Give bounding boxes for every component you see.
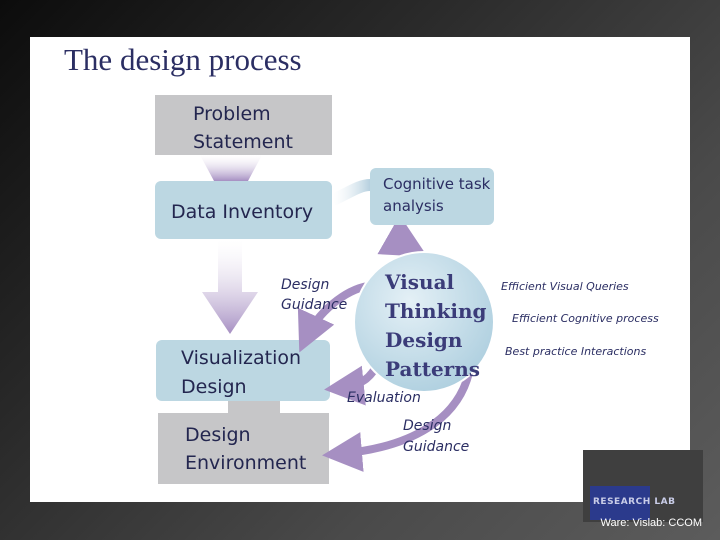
slide-title: The design process: [64, 42, 302, 77]
environment-connector: [228, 400, 280, 414]
arrow-inventory-to-cognitive: [330, 179, 371, 206]
design-guidance-upper-line1: Design: [281, 277, 329, 293]
box-visualization-design: Visualization Design: [156, 340, 330, 401]
design-guidance-lower-line1: Design: [403, 418, 451, 434]
hub-line1: Visual: [384, 270, 455, 294]
arrow-hub-to-visualization: [297, 282, 369, 353]
box-design-environment: Design Environment: [158, 400, 329, 484]
visualization-design-line1: Visualization: [181, 347, 301, 369]
hub-visual-thinking-design-patterns: Visual Thinking Design Patterns: [353, 251, 495, 393]
visualization-design-line2: Design: [181, 376, 247, 398]
arrow-cognitive-to-hub: [377, 215, 428, 257]
slide-credit: Ware: Vislab: CCOM: [600, 517, 702, 529]
box-data-inventory: Data Inventory: [155, 181, 332, 239]
cognitive-task-line2: analysis: [383, 197, 444, 215]
evaluation-label: Evaluation: [347, 390, 421, 406]
lab-logo-text: RESEARCH LAB: [593, 497, 676, 507]
slide-panel: [30, 37, 690, 502]
hub-line3: Design: [385, 328, 463, 352]
problem-statement-line2: Statement: [193, 131, 293, 153]
benefit-efficient-cognitive-process: Efficient Cognitive process: [512, 312, 659, 325]
lab-logo-band: [590, 486, 650, 520]
hub-line2: Thinking: [385, 299, 487, 323]
cognitive-task-line1: Cognitive task: [383, 175, 491, 193]
design-guidance-upper-line2: Guidance: [281, 297, 347, 313]
arrow-hub-to-environment: [322, 367, 474, 472]
data-inventory-label: Data Inventory: [171, 201, 313, 223]
benefit-efficient-visual-queries: Efficient Visual Queries: [501, 280, 629, 293]
design-environment-line1: Design: [185, 424, 251, 446]
box-cognitive-task-analysis: Cognitive task analysis: [370, 168, 494, 225]
box-problem-statement: Problem Statement: [155, 95, 332, 155]
arrow-problem-to-inventory: [200, 155, 262, 181]
hub-line4: Patterns: [385, 357, 480, 381]
design-environment-line2: Environment: [185, 452, 306, 474]
design-guidance-lower-line2: Guidance: [403, 439, 469, 455]
benefit-best-practice-interactions: Best practice Interactions: [505, 345, 647, 358]
problem-statement-line1: Problem: [193, 103, 271, 125]
arrow-inventory-to-visualization: [202, 240, 258, 334]
